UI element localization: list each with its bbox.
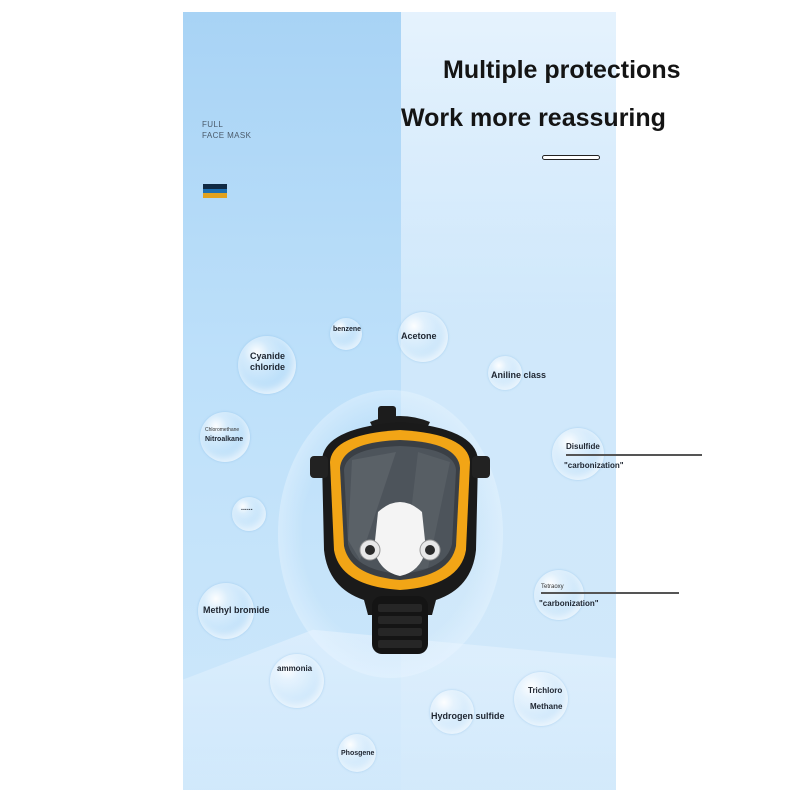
headline-subtitle: Work more reassuring [401, 104, 666, 132]
gas-label-tetraoxy-line1: Tetraoxy [541, 584, 564, 590]
flag-icon [203, 184, 227, 198]
bubble-icon [270, 654, 324, 708]
bubble-icon [398, 312, 448, 362]
bubble-icon [488, 356, 522, 390]
gas-label-benzene: benzene [333, 326, 362, 333]
gas-label-trichloro-line1: Trichloro [528, 686, 563, 695]
bubble-icon [430, 690, 474, 734]
gas-label-nitroalkane: Nitroalkane [205, 436, 244, 443]
garbled-text-tetraoxy [541, 592, 679, 594]
bubble-icon [238, 336, 296, 394]
gas-label-trichloro-line2: Methane [530, 702, 563, 711]
gas-label-hydrogen-sulfide: Hydrogen sulfide [431, 711, 505, 721]
full-face-gas-mask-icon [300, 400, 500, 670]
gas-label-disulfide-line1: Disulfide [566, 442, 600, 451]
gas-label-chloromethane: Chloromethane [205, 427, 240, 433]
gas-label-aniline: Aniline class [491, 370, 547, 380]
gas-label-phosgene: Phosgene [341, 750, 375, 757]
bubble-icon [200, 412, 250, 462]
gas-label-methyl-bromide: Methyl bromide [203, 605, 270, 615]
gas-label-cyanide-line1: Cyanide [250, 351, 286, 361]
gas-label-tetraoxy-line2: "carbonization" [539, 599, 599, 608]
bubble-icon [232, 497, 266, 531]
garbled-text-disulfide [566, 454, 702, 456]
decorative-pill [542, 155, 600, 160]
brand-label-line2: FACE MASK [202, 131, 252, 140]
brand-label-line1: FULL [202, 120, 224, 129]
gas-label-dots: ...... [241, 505, 253, 512]
bubble-icon [198, 583, 254, 639]
gas-label-acetone: Acetone [401, 331, 437, 341]
gas-label-ammonia: ammonia [277, 664, 313, 673]
gas-label-disulfide-line2: "carbonization" [564, 461, 624, 470]
headline-title: Multiple protections [443, 56, 681, 84]
bubble-icon [330, 318, 362, 350]
bubble-icon [514, 672, 568, 726]
bubble-icon [534, 570, 584, 620]
bubble-icon [338, 734, 376, 772]
gas-label-cyanide-line2: chloride [250, 362, 286, 372]
